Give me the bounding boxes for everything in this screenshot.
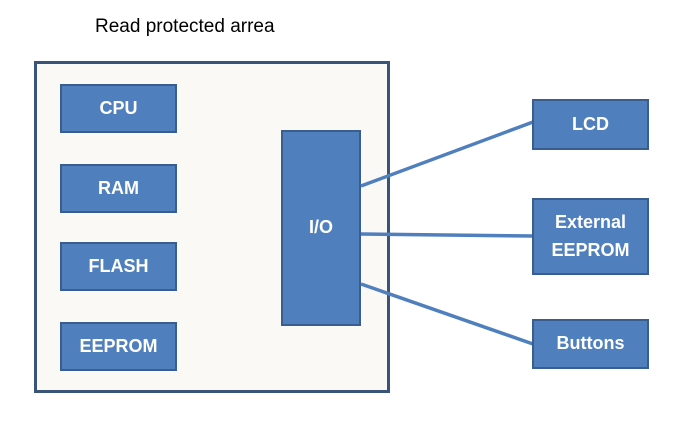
external-eeprom-line-2: EEPROM [551,239,630,260]
external-eeprom-block: External EEPROM [532,198,649,275]
eeprom-block: EEPROM [60,322,177,371]
external-eeprom-line-1: External [554,211,627,232]
ram-block: RAM [60,164,177,213]
lcd-block: LCD [532,99,649,150]
cpu-block: CPU [60,84,177,133]
flash-block: FLASH [60,242,177,291]
io-to-buttons-connector [360,282,534,346]
diagram-title: Read protected arrea [95,16,275,37]
buttons-block: Buttons [532,319,649,369]
io-to-external-eeprom-connector [360,232,534,238]
io-to-lcd-connector [360,120,534,188]
io-block: I/O [281,130,361,326]
